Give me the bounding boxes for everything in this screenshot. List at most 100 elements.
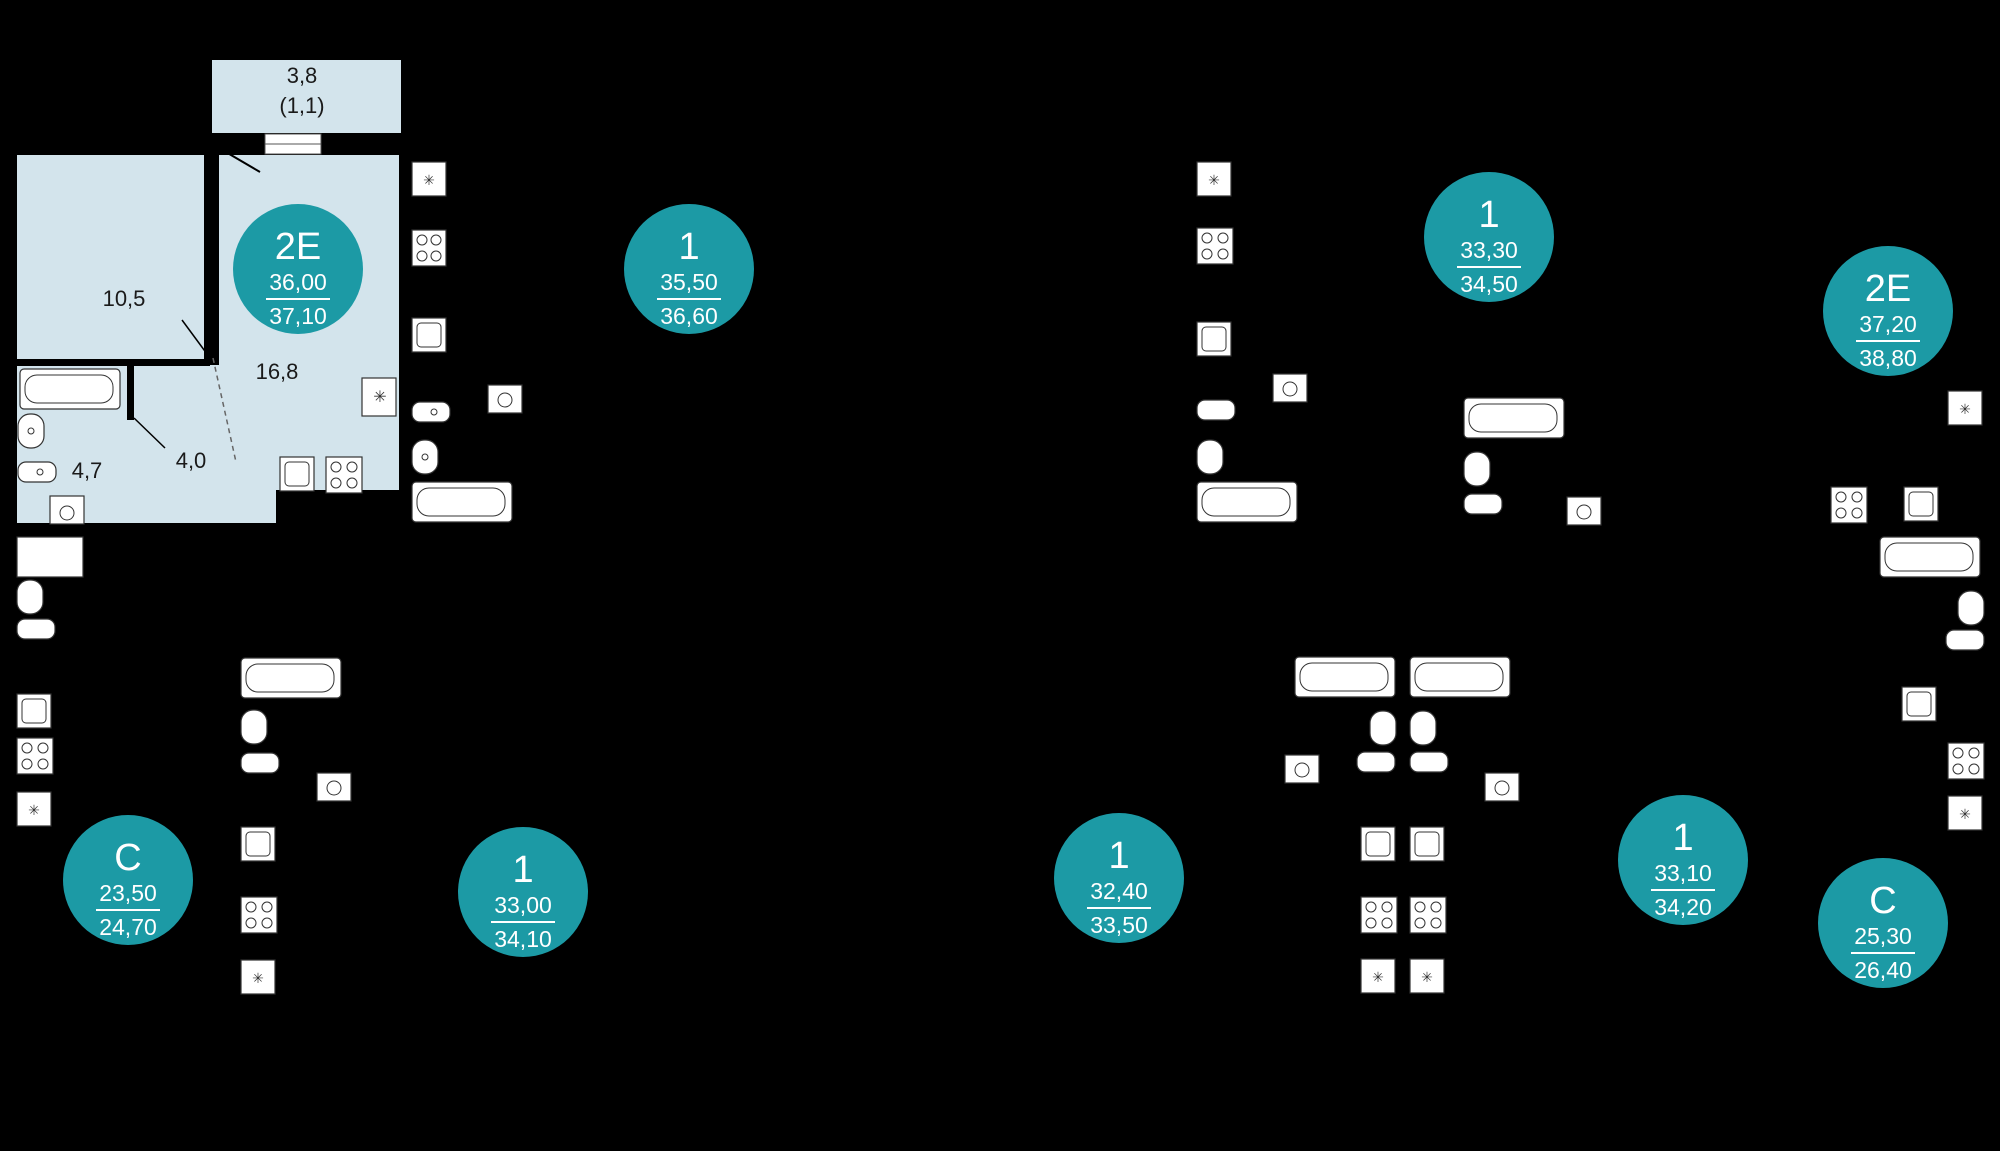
apartment-type: 2E [275,226,321,268]
door-swing [133,417,166,449]
sink-icon [1369,710,1397,746]
apartment-badge[interactable]: 1 35,50 36,60 [624,204,754,334]
balcony-area-reduced: (1,1) [279,93,324,118]
stove-icon [1360,896,1398,934]
ventilation-icon: ✳ [1409,958,1445,994]
balcony-area: 3,8 [287,63,318,88]
total-area: 24,70 [99,914,157,940]
wall [205,155,214,290]
apartment-badge[interactable]: 1 33,30 34,50 [1424,172,1554,302]
toilet-icon [1409,751,1449,773]
ventilation-icon: ✳ [1947,795,1983,831]
bathtub-icon [1294,656,1396,698]
svg-text:✳: ✳ [252,970,264,986]
wall-diagonal [218,147,261,173]
total-area: 33,50 [1090,912,1148,938]
stove-icon [1947,742,1985,780]
apartment-type: C [1869,880,1896,922]
apartment-badge[interactable]: 1 33,10 34,20 [1618,795,1748,925]
sink-icon [1463,451,1491,487]
washing-machine-icon [487,384,523,414]
svg-text:✳: ✳ [1421,969,1433,985]
toilet-icon [1196,399,1236,421]
toilet-icon [1463,493,1503,515]
kitchen-living-area: 16,8 [256,359,299,384]
svg-text:✳: ✳ [1959,401,1971,417]
stove-icon [240,896,278,934]
total-area: 34,10 [494,926,552,952]
ventilation-icon: ✳ [1947,390,1983,426]
washing-machine-icon [316,772,352,802]
kitchen-sink-icon [1360,826,1396,862]
living-area: 35,50 [660,269,718,295]
stove-icon [411,229,447,267]
apartment-badge[interactable]: 2E 37,20 38,80 [1823,246,1953,376]
apartment-type: C [114,837,141,879]
svg-text:✳: ✳ [373,387,386,406]
bathtub-icon [1879,536,1981,578]
stove-icon [16,737,54,775]
total-area: 36,60 [660,303,718,329]
toilet-icon [16,618,56,640]
sink-icon [16,579,44,615]
stove-icon [325,456,363,494]
hall-area: 4,0 [176,448,207,473]
bathtub-icon [19,368,121,410]
bathtub-icon [240,657,342,699]
washing-machine-icon [49,495,85,525]
ventilation-icon: ✳ [361,377,397,417]
washing-machine-icon [1284,754,1320,784]
svg-text:✳: ✳ [423,172,435,188]
bathtub-icon [1196,481,1298,523]
balcony-room [212,60,401,133]
apartment-badge[interactable]: C 23,50 24,70 [63,815,193,945]
door-swing [181,319,211,359]
toilet-icon [1945,629,1985,651]
ventilation-icon: ✳ [411,161,447,197]
bathtub-icon [16,536,84,578]
svg-text:✳: ✳ [1208,172,1220,188]
kitchen-sink-icon [1196,321,1232,357]
bathtub-icon [411,481,513,523]
washing-machine-icon [1272,373,1308,403]
fixtures: ✳ ✳ ✳ ✳ ✳ [16,161,1985,995]
sink-icon [1957,590,1985,626]
sink-icon [17,413,45,449]
living-area: 36,00 [269,269,327,295]
apartment-badges: 2E 36,00 37,10 1 35,50 36,60 1 33,30 34,… [63,172,1953,988]
bathroom-area: 4,7 [72,458,103,483]
kitchen-sink-icon [16,693,52,729]
bathtub-icon [1463,397,1565,439]
apartment-badge[interactable]: 1 33,00 34,10 [458,827,588,957]
apartment-badge[interactable]: 2E 36,00 37,10 [233,204,363,334]
ventilation-icon: ✳ [240,959,276,995]
apartment-type: 1 [1672,817,1693,859]
wall [205,290,213,306]
apartment-badge[interactable]: C 25,30 26,40 [1818,858,1948,988]
washing-machine-icon [1484,772,1520,802]
wall [17,359,210,366]
total-area: 38,80 [1859,345,1917,371]
apartment-type: 1 [1108,835,1129,877]
apartment-type: 1 [512,849,533,891]
total-area: 34,50 [1460,271,1518,297]
ventilation-icon: ✳ [16,791,52,827]
living-area: 33,10 [1654,860,1712,886]
highlighted-apartment[interactable]: 3,8 (1,1) 10,5 16,8 4,0 4,7 [17,60,401,526]
hall-cutout [276,490,399,526]
total-area: 37,10 [269,303,327,329]
sink-icon [1196,439,1224,475]
total-area: 26,40 [1854,957,1912,983]
svg-text:✳: ✳ [28,802,40,818]
ventilation-icon: ✳ [1360,958,1396,994]
kitchen-sink-icon [1903,486,1939,522]
living-room [17,155,204,360]
apartment-badge[interactable]: 1 32,40 33,50 [1054,813,1184,943]
living-room-area: 10,5 [103,286,146,311]
stove-icon [1409,896,1447,934]
kitchen-sink-icon [240,826,276,862]
living-area: 33,00 [494,892,552,918]
ventilation-icon: ✳ [1196,161,1232,197]
toilet-icon [1356,751,1396,773]
apartment-type: 1 [1478,194,1499,236]
